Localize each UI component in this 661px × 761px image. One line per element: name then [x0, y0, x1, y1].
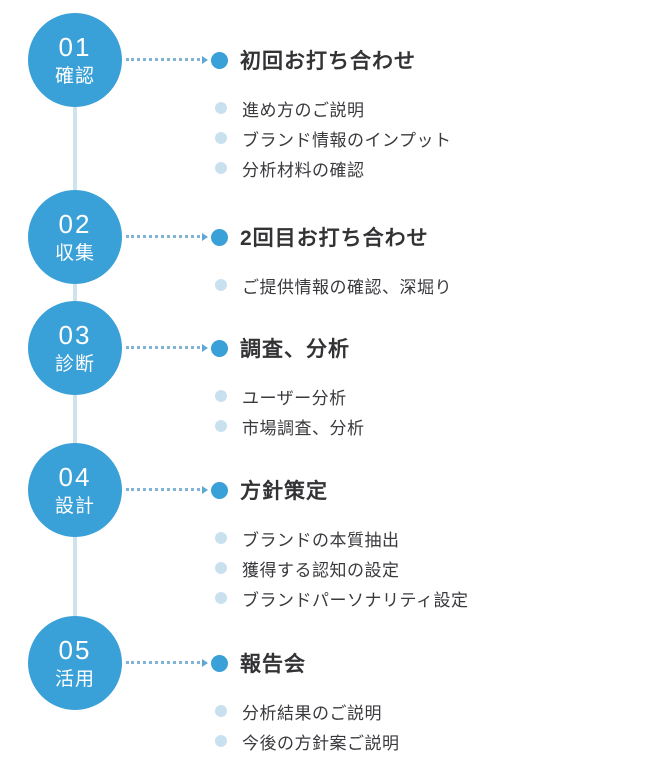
step-title: 方針策定: [240, 480, 328, 503]
step-item: 分析材料の確認: [205, 153, 661, 183]
step-items: ご提供情報の確認、深堀り: [205, 270, 661, 300]
title-bullet-icon: [211, 228, 228, 246]
step-circle: 03 診断: [28, 301, 122, 395]
step-item-label: 今後の方針案ご説明: [242, 733, 400, 753]
dotted-connector-line: [126, 344, 208, 352]
step-label: 設計: [54, 495, 95, 517]
step-items: 進め方のご説明 ブランド情報のインプット 分析材料の確認: [205, 93, 661, 183]
step-marker-column: 05 活用: [0, 616, 205, 710]
step-item: 分析結果のご説明: [205, 696, 661, 726]
step-marker-column: 02 収集: [0, 190, 205, 284]
timeline-step: 04 設計 方針策定 ブランドの本質抽出 獲得する認知の設定 ブランドパーソナリ: [0, 443, 661, 613]
arrow-right-icon: [202, 344, 208, 352]
step-title-row: 報告会: [205, 648, 661, 678]
step-circle: 01 確認: [28, 13, 122, 107]
item-bullet-icon: [215, 705, 227, 717]
arrow-right-icon: [202, 486, 208, 494]
step-number: 05: [58, 634, 92, 665]
timeline-step: 03 診断 調査、分析 ユーザー分析 市場調査、分析: [0, 301, 661, 441]
step-items: ブランドの本質抽出 獲得する認知の設定 ブランドパーソナリティ設定: [205, 523, 661, 613]
step-item: ユーザー分析: [205, 381, 661, 411]
step-items: ユーザー分析 市場調査、分析: [205, 381, 661, 441]
step-item-label: ご提供情報の確認、深堀り: [242, 277, 452, 297]
step-item-label: 市場調査、分析: [242, 418, 365, 438]
item-bullet-icon: [215, 390, 227, 402]
dotted-connector-line: [126, 56, 208, 64]
step-title-row: 初回お打ち合わせ: [205, 45, 661, 75]
step-marker-column: 03 診断: [0, 301, 205, 395]
step-content: 2回目お打ち合わせ ご提供情報の確認、深堀り: [205, 190, 661, 300]
item-bullet-icon: [215, 279, 227, 291]
step-item: 今後の方針案ご説明: [205, 726, 661, 756]
item-bullet-icon: [215, 562, 227, 574]
title-bullet-icon: [211, 481, 228, 499]
step-item: ブランドの本質抽出: [205, 523, 661, 553]
dotted-connector-line: [126, 659, 208, 667]
step-label: 確認: [54, 65, 95, 87]
step-item: 獲得する認知の設定: [205, 553, 661, 583]
step-label: 収集: [54, 242, 95, 264]
step-item: ご提供情報の確認、深堀り: [205, 270, 661, 300]
step-number: 02: [58, 208, 92, 239]
title-bullet-icon: [211, 51, 228, 69]
step-item-label: 進め方のご説明: [242, 100, 365, 120]
step-title-row: 調査、分析: [205, 333, 661, 363]
step-circle: 02 収集: [28, 190, 122, 284]
step-content: 初回お打ち合わせ 進め方のご説明 ブランド情報のインプット 分析材料の確認: [205, 13, 661, 183]
item-bullet-icon: [215, 132, 227, 144]
step-title: 報告会: [240, 653, 306, 676]
item-bullet-icon: [215, 420, 227, 432]
step-item-label: 分析材料の確認: [242, 160, 365, 180]
arrow-right-icon: [202, 659, 208, 667]
step-number: 04: [58, 461, 92, 492]
item-bullet-icon: [215, 592, 227, 604]
step-item: ブランド情報のインプット: [205, 123, 661, 153]
step-item-label: 分析結果のご説明: [242, 703, 382, 723]
item-bullet-icon: [215, 102, 227, 114]
step-title: 初回お打ち合わせ: [240, 50, 416, 73]
step-item-label: ユーザー分析: [242, 388, 347, 408]
timeline-step: 01 確認 初回お打ち合わせ 進め方のご説明 ブランド情報のインプット 分析材料: [0, 13, 661, 183]
item-bullet-icon: [215, 532, 227, 544]
step-label: 診断: [54, 353, 95, 375]
step-number: 03: [58, 319, 92, 350]
arrow-right-icon: [202, 233, 208, 241]
title-bullet-icon: [211, 654, 228, 672]
step-item-label: 獲得する認知の設定: [242, 560, 400, 580]
step-content: 調査、分析 ユーザー分析 市場調査、分析: [205, 301, 661, 441]
timeline-step: 02 収集 2回目お打ち合わせ ご提供情報の確認、深堀り: [0, 190, 661, 300]
arrow-right-icon: [202, 56, 208, 64]
step-marker-column: 04 設計: [0, 443, 205, 537]
step-title-row: 方針策定: [205, 475, 661, 505]
step-marker-column: 01 確認: [0, 13, 205, 107]
step-circle: 04 設計: [28, 443, 122, 537]
step-circle: 05 活用: [28, 616, 122, 710]
step-label: 活用: [54, 668, 95, 690]
step-item: 市場調査、分析: [205, 411, 661, 441]
step-content: 報告会 分析結果のご説明 今後の方針案ご説明: [205, 616, 661, 756]
step-item-label: ブランドパーソナリティ設定: [242, 590, 469, 610]
step-number: 01: [58, 31, 92, 62]
timeline-step: 05 活用 報告会 分析結果のご説明 今後の方針案ご説明: [0, 616, 661, 756]
step-items: 分析結果のご説明 今後の方針案ご説明: [205, 696, 661, 756]
step-title: 2回目お打ち合わせ: [240, 227, 429, 250]
step-item: ブランドパーソナリティ設定: [205, 583, 661, 613]
step-title-row: 2回目お打ち合わせ: [205, 222, 661, 252]
step-title: 調査、分析: [240, 338, 350, 361]
dotted-connector-line: [126, 486, 208, 494]
step-item-label: ブランドの本質抽出: [242, 530, 400, 550]
step-item: 進め方のご説明: [205, 93, 661, 123]
dotted-connector-line: [126, 233, 208, 241]
step-item-label: ブランド情報のインプット: [242, 130, 452, 150]
item-bullet-icon: [215, 735, 227, 747]
step-content: 方針策定 ブランドの本質抽出 獲得する認知の設定 ブランドパーソナリティ設定: [205, 443, 661, 613]
item-bullet-icon: [215, 162, 227, 174]
title-bullet-icon: [211, 339, 228, 357]
